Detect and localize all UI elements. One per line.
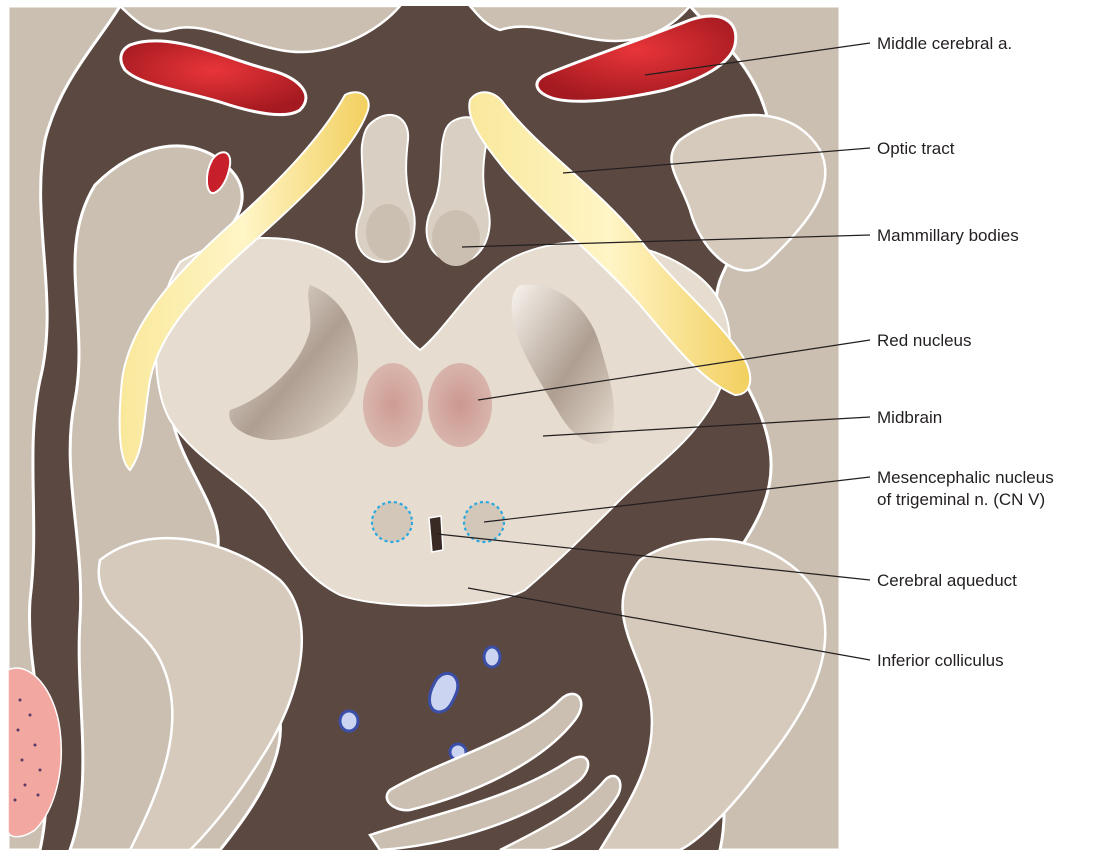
mesencephalic-nucleus-left <box>372 502 412 542</box>
red-nucleus-right <box>428 363 492 447</box>
label-aqueduct: Cerebral aqueduct <box>877 571 1017 590</box>
red-nucleus-left <box>363 363 423 447</box>
label-optic-tract: Optic tract <box>877 139 955 158</box>
label-red-nucleus: Red nucleus <box>877 331 972 350</box>
labels: Middle cerebral a. Optic tract Mammillar… <box>877 34 1054 670</box>
vein-1 <box>484 647 500 667</box>
label-mammillary: Mammillary bodies <box>877 226 1019 245</box>
mammillary-nucleus-left <box>366 204 410 260</box>
label-inferior-colliculus: Inferior colliculus <box>877 651 1004 670</box>
label-mesencephalic-line1: Mesencephalic nucleus <box>877 468 1054 487</box>
label-midbrain: Midbrain <box>877 408 942 427</box>
illustration-panel <box>8 6 840 850</box>
label-mesencephalic-line2: of trigeminal n. (CN V) <box>877 490 1045 509</box>
mammillary-nucleus-right <box>432 210 480 266</box>
vein-3 <box>340 711 358 731</box>
label-middle-cerebral: Middle cerebral a. <box>877 34 1012 53</box>
